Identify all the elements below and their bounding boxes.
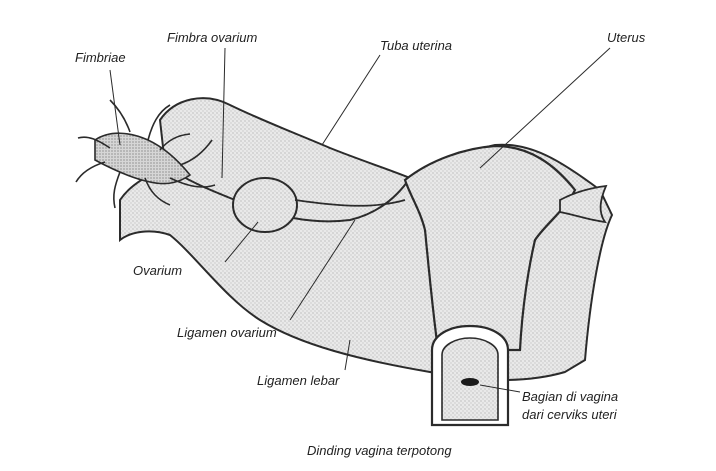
external-os-shape xyxy=(461,378,479,386)
label-ligamen-ovarium: Ligamen ovarium xyxy=(177,325,277,340)
label-cervix-line2: dari cerviks uteri xyxy=(522,407,618,422)
label-tuba-uterina: Tuba uterina xyxy=(380,38,452,53)
label-cervix-line1: Bagian di vagina xyxy=(522,389,618,404)
leader-tuba-uterina xyxy=(322,55,380,145)
label-fimbriae: Fimbriae xyxy=(75,50,126,65)
label-fimbria-ovarium: Fimbra ovarium xyxy=(167,30,257,45)
ovary-shape xyxy=(233,178,297,232)
label-uterus: Uterus xyxy=(607,30,646,45)
label-ligamen-lebar: Ligamen lebar xyxy=(257,373,340,388)
label-dinding-vagina: Dinding vagina terpotong xyxy=(307,443,452,458)
label-ovarium: Ovarium xyxy=(133,263,182,278)
leader-uterus xyxy=(480,48,610,168)
